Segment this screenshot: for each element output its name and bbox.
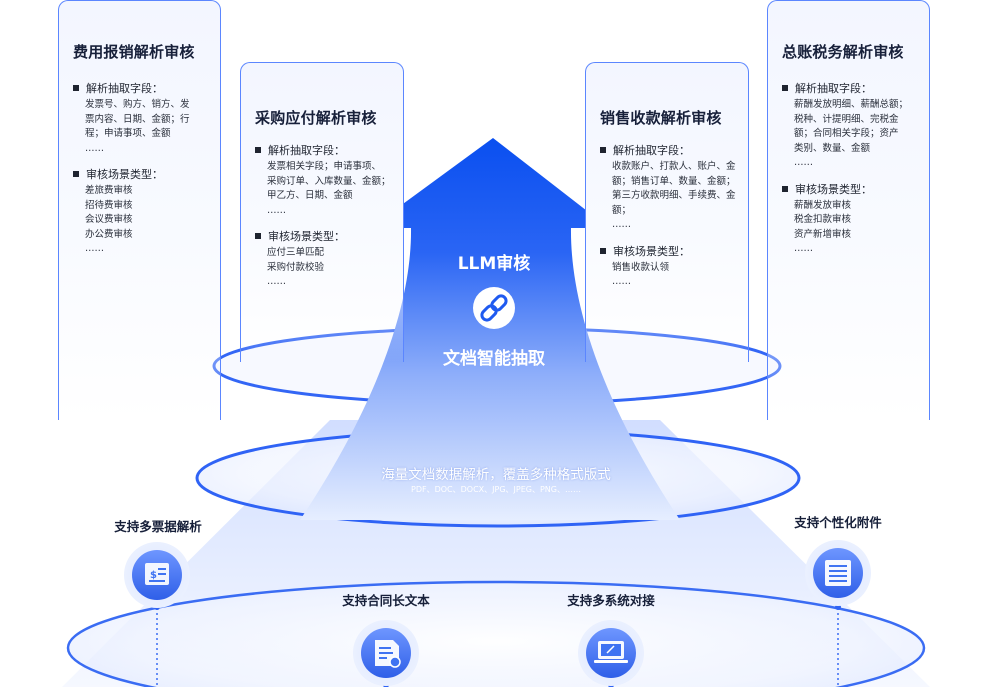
scenes-text: 销售收款认领 ……: [612, 261, 670, 288]
card-ledger-tax-audit: 总账税务解析审核 解析抽取字段： 薪酬发放明细、薪酬总额； 税种、计提明细、完税…: [767, 0, 930, 420]
laptop-icon: [578, 620, 644, 686]
fields-label: 解析抽取字段：: [268, 144, 345, 157]
link-icon: [473, 287, 515, 329]
attachment-list-icon: [805, 540, 871, 606]
llm-audit-label: LLM审核: [457, 254, 531, 274]
card-title: 采购应付解析审核: [255, 109, 377, 127]
formats-text: PDF、DOC、DOCX、JPG、JPEG、PNG、……: [411, 485, 581, 494]
feature-multi-system-label: 支持多系统对接: [567, 593, 655, 608]
scenes-text: 应付三单匹配 采购付款校验 ……: [267, 247, 325, 287]
doc-extraction-label: 文档智能抽取: [443, 349, 545, 369]
fields-text: 薪酬发放明细、薪酬总额； 税种、计提明细、完税金 额；合同相关字段；资产 类别、…: [794, 99, 909, 168]
main-arrow: [300, 138, 680, 520]
fields-text: 收款账户、打款人、账户、金 额；销售订单、数量、金额； 第三方收款明细、手续费、…: [612, 161, 736, 230]
card-expense-audit: 费用报销解析审核 解析抽取字段： 发票号、购方、销方、发 票内容、日期、金额；行…: [58, 0, 221, 420]
scenes-text: 差旅费审核 招待费审核 会议费审核 办公费审核 ……: [85, 185, 133, 254]
card-sales-audit: 销售收款解析审核 解析抽取字段： 收款账户、打款人、账户、金 额；销售订单、数量…: [585, 62, 749, 362]
scenes-text: 薪酬发放审核 税金扣款审核 资产新增审核 ……: [794, 199, 852, 255]
fields-text: 发票号、购方、销方、发 票内容、日期、金额；行 程；申请事项、金额 ……: [85, 99, 190, 154]
scenes-label: 审核场景类型：: [795, 182, 872, 196]
scenes-label: 审核场景类型：: [268, 230, 345, 243]
card-title: 费用报销解析审核: [73, 43, 195, 61]
feature-long-contract-label: 支持合同长文本: [342, 593, 430, 608]
card-procurement-audit: 采购应付解析审核 解析抽取字段： 发票相关字段；申请事项、 采购订单、入库数量、…: [240, 62, 404, 362]
feature-custom-attachment-label: 支持个性化附件: [794, 515, 882, 530]
receipt-icon: $: [124, 542, 190, 608]
fields-text: 发票相关字段；申请事项、 采购订单、入库数量、金额； 甲乙方、日期、金额 ……: [267, 161, 391, 216]
mass-parsing-text: 海量文档数据解析，覆盖多种格式版式: [381, 467, 611, 483]
fields-label: 解析抽取字段：: [795, 82, 872, 95]
fields-label: 解析抽取字段：: [613, 144, 690, 157]
base-ring: [66, 580, 926, 687]
feature-multi-invoice-label: 支持多票据解析: [114, 519, 202, 534]
contract-icon: [353, 620, 419, 686]
card-title: 销售收款解析审核: [600, 109, 722, 127]
scenes-label: 审核场景类型：: [86, 168, 163, 181]
svg-text:$: $: [150, 570, 157, 581]
card-title: 总账税务解析审核: [782, 43, 904, 61]
fields-label: 解析抽取字段：: [86, 82, 163, 95]
scenes-label: 审核场景类型：: [613, 244, 690, 258]
